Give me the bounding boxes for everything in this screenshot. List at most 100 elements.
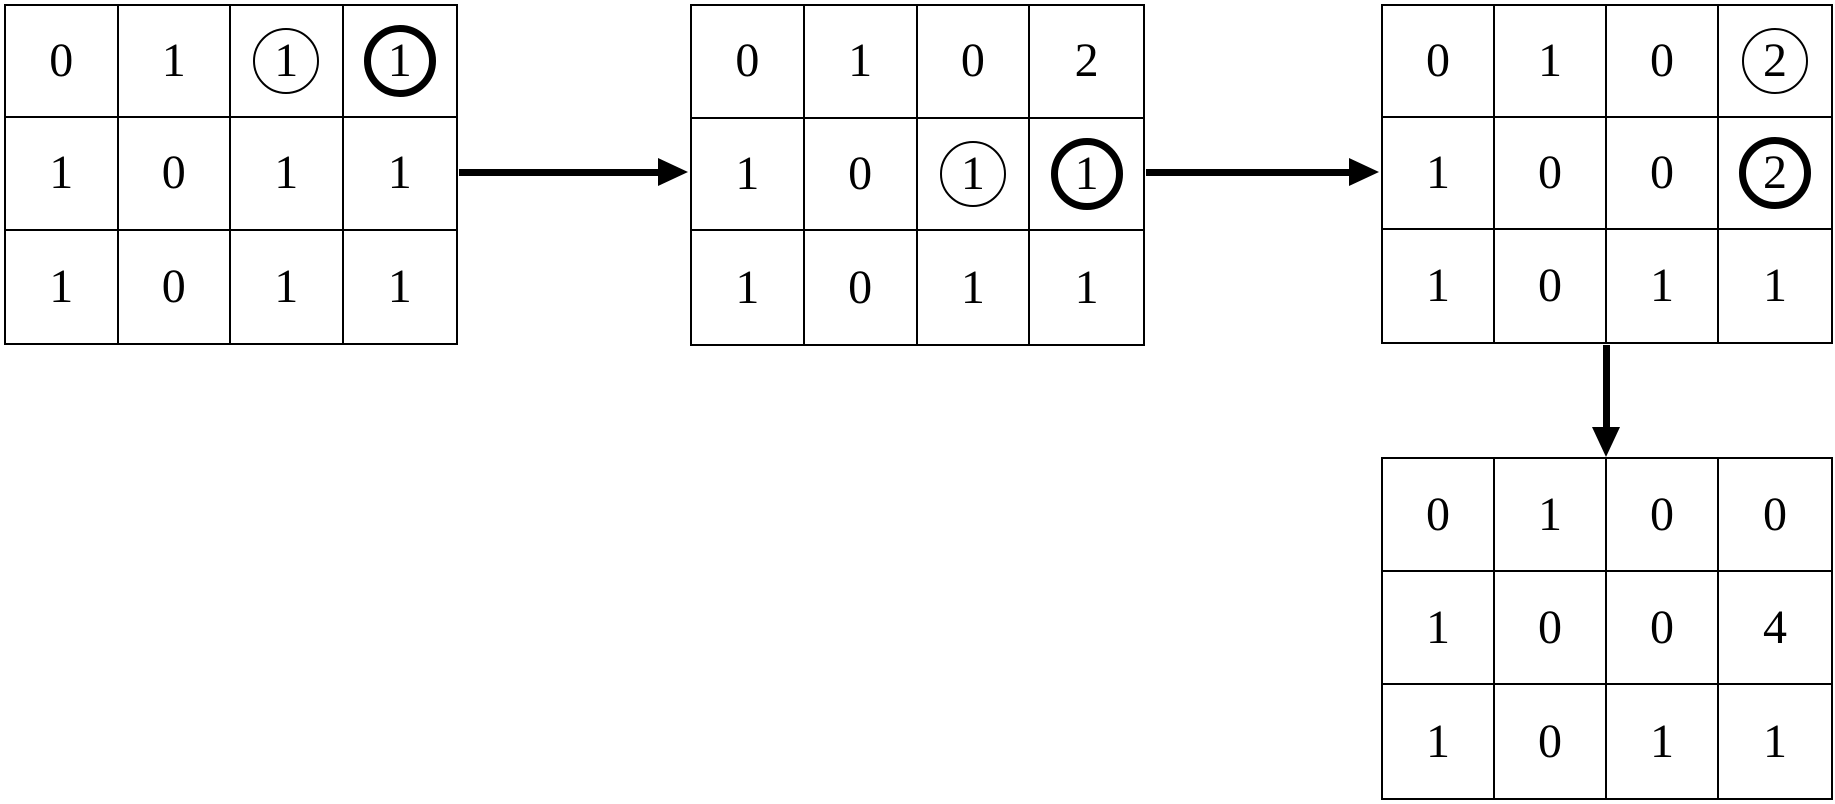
matrix-cell: 2 [1719, 6, 1831, 118]
matrix-cell: 0 [119, 230, 231, 343]
cell-value: 1 [848, 34, 873, 88]
cell-value: 0 [1426, 487, 1450, 541]
matrix-cell: 0 [692, 6, 805, 119]
matrix-cell: 0 [805, 231, 918, 344]
cell-value: 1 [1763, 714, 1787, 768]
cell-value: 0 [161, 146, 186, 200]
cell-value: 0 [848, 260, 873, 314]
matrix-cell: 1 [1030, 119, 1143, 232]
cell-value: 1 [1074, 260, 1099, 314]
matrix-cell: 1 [692, 231, 805, 344]
matrix-cell: 1 [1607, 685, 1719, 798]
matrix-cell: 0 [1495, 685, 1607, 798]
cell-value: 0 [161, 259, 186, 313]
matrix-cell: 2 [1719, 118, 1831, 230]
thin-circle-annotation: 1 [253, 28, 320, 95]
cell-value: 1 [1650, 714, 1674, 768]
arrow-shaft [459, 168, 658, 176]
matrix-cell: 4 [1719, 572, 1831, 685]
cell-value: 1 [1426, 146, 1450, 199]
cell-value: 1 [735, 146, 760, 200]
cell-value: 0 [1538, 146, 1562, 199]
cell-value: 0 [1538, 600, 1562, 654]
cell-value: 1 [1650, 259, 1674, 312]
matrix-cell: 1 [804, 6, 918, 119]
matrix-cell: 0 [917, 6, 1031, 119]
bold-circle-annotation: 1 [363, 25, 436, 98]
cell-value: 0 [1763, 487, 1787, 541]
cell-value: 4 [1763, 600, 1787, 654]
cell-value: 1 [1426, 259, 1450, 312]
arrow-shaft [1146, 168, 1349, 176]
matrix-cell: 1 [918, 231, 1031, 344]
matrix-grid-2: 0 1 0 2 1 0 1 1 1 0 1 1 [690, 4, 1145, 346]
matrix-cell: 0 [6, 6, 119, 119]
matrix-cell: 1 [692, 118, 805, 232]
matrix-cell: 1 [343, 118, 456, 231]
cell-value: 1 [960, 260, 985, 314]
matrix-cell: 1 [231, 118, 344, 231]
cell-value: 1 [274, 146, 299, 200]
matrix-cell: 0 [118, 118, 231, 231]
cell-value: 0 [735, 34, 760, 88]
cell-value: 1 [274, 259, 299, 313]
matrix-cell: 1 [1383, 230, 1495, 342]
cell-value: 1 [1763, 259, 1787, 312]
matrix-cell: 0 [1719, 459, 1831, 572]
cell-value: 1 [1074, 146, 1099, 200]
matrix-cell: 0 [804, 118, 918, 232]
matrix-cell: 1 [6, 118, 119, 231]
cell-value: 0 [1538, 259, 1562, 312]
matrix-cell: 0 [1607, 459, 1719, 572]
cell-value: 0 [49, 34, 74, 88]
cell-value: 2 [1074, 34, 1099, 88]
cell-value: 1 [49, 146, 74, 200]
matrix-grid-1: 0 1 1 1 1 0 1 1 1 0 1 1 [4, 4, 458, 345]
cell-value: 1 [387, 34, 412, 88]
cell-value: 1 [735, 260, 760, 314]
matrix-cell: 0 [1383, 6, 1495, 118]
cell-value: 0 [960, 34, 985, 88]
matrix-cell: 0 [1607, 572, 1719, 685]
matrix-cell: 1 [343, 6, 456, 119]
matrix-cell: 0 [1495, 572, 1607, 685]
cell-value: 0 [848, 146, 873, 200]
bold-circle-annotation: 2 [1739, 137, 1811, 209]
bold-circle-annotation: 1 [1050, 137, 1123, 210]
cell-value: 1 [1426, 600, 1450, 654]
arrow-shaft [1602, 345, 1610, 427]
arrow-head [658, 158, 688, 186]
cell-value: 0 [1650, 487, 1674, 541]
matrix-cell: 1 [1495, 6, 1607, 118]
thin-circle-annotation: 1 [939, 140, 1006, 207]
matrix-cell: 1 [1383, 572, 1495, 685]
matrix-cell: 1 [1719, 230, 1831, 342]
cell-value: 1 [49, 259, 74, 313]
cell-value: 1 [1426, 714, 1450, 768]
cell-value: 2 [1763, 34, 1787, 87]
matrix-cell: 0 [1607, 6, 1719, 118]
cell-value: 1 [387, 259, 412, 313]
cell-value: 1 [387, 146, 412, 200]
cell-value: 1 [161, 34, 186, 88]
cell-value: 1 [960, 146, 985, 200]
arrow-down-icon [1591, 345, 1621, 457]
matrix-cell: 0 [1383, 459, 1495, 572]
matrix-cell: 1 [344, 231, 457, 343]
matrix-cell: 1 [1495, 459, 1607, 572]
matrix-cell: 1 [118, 6, 231, 119]
matrix-cell: 1 [231, 6, 344, 119]
matrix-cell: 1 [1383, 685, 1495, 798]
matrix-cell: 0 [1495, 230, 1607, 342]
cell-value: 0 [1426, 34, 1450, 87]
cell-value: 1 [1538, 34, 1562, 87]
matrix-cell: 0 [1607, 118, 1719, 230]
matrix-cell: 1 [1383, 118, 1495, 230]
cell-value: 0 [1650, 600, 1674, 654]
matrix-cell: 1 [6, 230, 119, 343]
thin-circle-annotation: 2 [1742, 28, 1808, 94]
cell-value: 0 [1650, 34, 1674, 87]
